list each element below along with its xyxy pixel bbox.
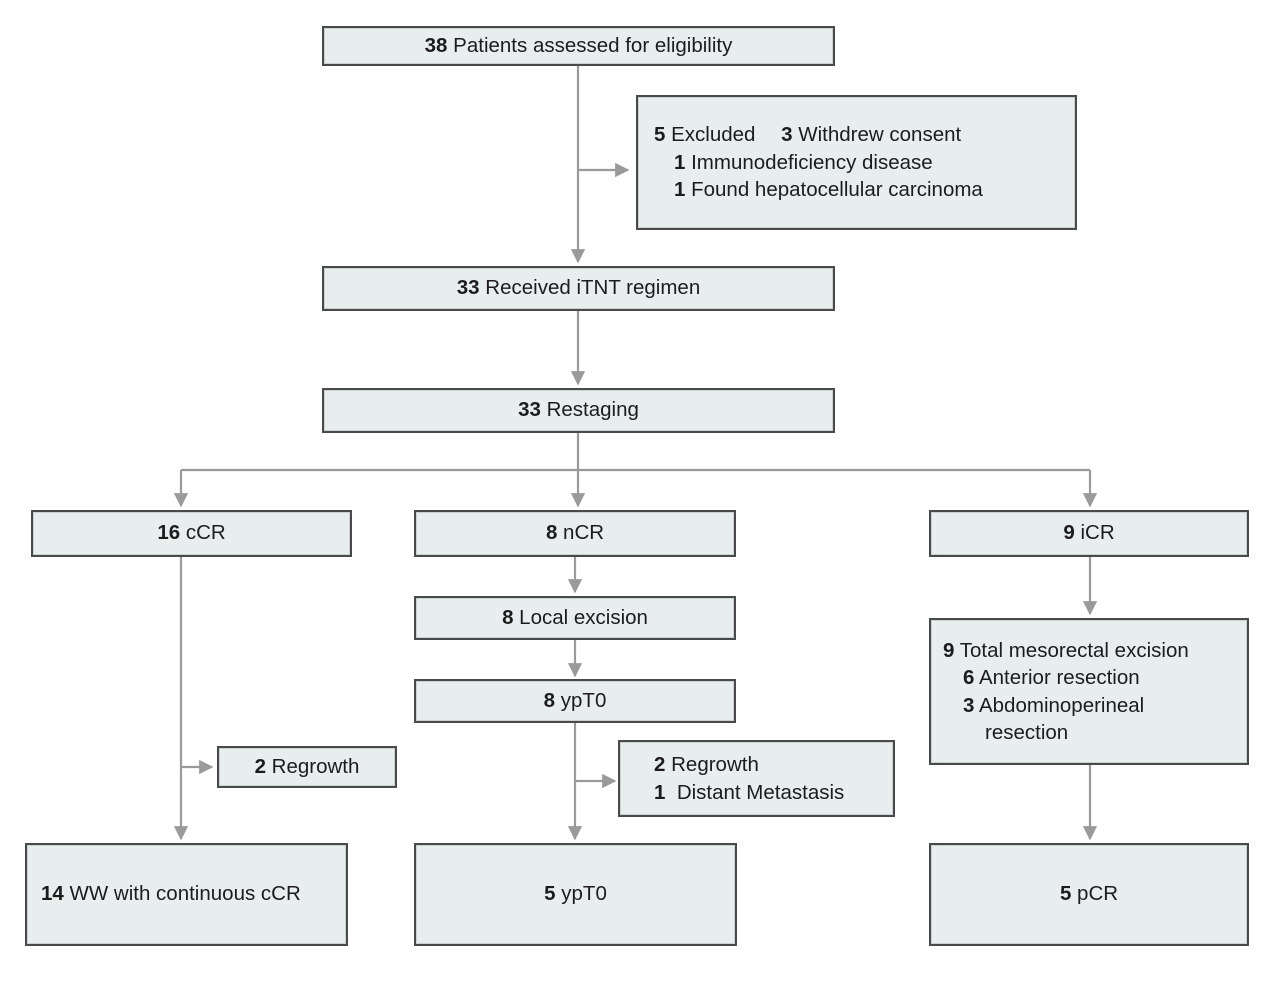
icr-count: 9 (1063, 521, 1075, 545)
excluded-sub-2-label: Found hepatocellular carcinoma (691, 178, 983, 202)
assessed-label: Patients assessed for eligibility (453, 33, 733, 57)
node-ypt0-bottom: 5 ypT0 (414, 843, 737, 946)
ncr-label: nCR (563, 521, 605, 545)
restaging-label: Restaging (546, 398, 639, 422)
tme-sub-0-count: 6 (963, 666, 975, 690)
tme-sub-0-label: Anterior resection (978, 666, 1140, 690)
received-count: 33 (456, 276, 480, 300)
restaging-count: 33 (518, 398, 541, 422)
local-excision-count: 8 (502, 605, 514, 629)
excluded-sub-0-label: Withdrew consent (798, 123, 962, 147)
node-regrowth-metastasis: 2 Regrowth 1 Distant Metastasis (618, 740, 895, 817)
ccr-label: cCR (185, 521, 226, 545)
node-ncr: 8 nCR (414, 510, 736, 557)
ypt0-bottom-label: ypT0 (561, 882, 607, 906)
excluded-label: Excluded (671, 123, 756, 147)
tme-sub-1-count: 3 (963, 693, 975, 717)
node-ww-continuous-ccr: 14 WW with continuous cCR (25, 843, 348, 946)
ww-ccr-count: 14 (41, 882, 64, 906)
node-ccr: 16 cCR (31, 510, 352, 557)
node-ypt0-mid: 8 ypT0 (414, 679, 736, 723)
excluded-sub-1-label: Immunodeficiency disease (691, 150, 933, 174)
pcr-count: 5 (1059, 882, 1072, 906)
excluded-sub-1-count: 1 (674, 150, 686, 174)
ww-ccr-label: WW with continuous cCR (69, 882, 301, 906)
assessed-count: 38 (424, 33, 448, 57)
node-icr: 9 iCR (929, 510, 1249, 557)
node-excluded: 5 Excluded 3 Withdrew consent 1 Immunode… (636, 95, 1077, 230)
ypt0-mid-label: ypT0 (560, 688, 607, 712)
tme-label: Total mesorectal excision (959, 638, 1189, 662)
received-label: Received iTNT regimen (485, 276, 701, 300)
ncr-count: 8 (545, 521, 558, 545)
node-regrowth-left: 2 Regrowth (217, 746, 397, 788)
ccr-count: 16 (157, 521, 181, 545)
ypt0-mid-count: 8 (543, 688, 556, 712)
regrowth-mid-1-count: 1 (654, 780, 666, 804)
regrowth-mid-0-count: 2 (654, 753, 666, 777)
node-assessed-for-eligibility: 38 Patients assessed for eligibility (322, 26, 835, 66)
icr-label: iCR (1080, 521, 1115, 545)
tme-sub-2-label: resection (985, 720, 1069, 744)
tme-sub-1-label: Abdominoperineal (978, 693, 1145, 717)
regrowth-left-label: Regrowth (271, 754, 360, 778)
regrowth-left-count: 2 (254, 754, 266, 778)
node-local-excision: 8 Local excision (414, 596, 736, 640)
excluded-count: 5 (654, 123, 666, 147)
regrowth-mid-0-label: Regrowth (671, 753, 759, 777)
node-pcr: 5 pCR (929, 843, 1249, 946)
excluded-sub-2-count: 1 (674, 178, 686, 202)
node-total-mesorectal-excision: 9 Total mesorectal excision 6 Anterior r… (929, 618, 1249, 765)
ypt0-bottom-count: 5 (544, 882, 556, 906)
node-received-itnt-regimen: 33 Received iTNT regimen (322, 266, 835, 311)
node-restaging: 33 Restaging (322, 388, 835, 433)
regrowth-mid-1-label: Distant Metastasis (676, 780, 845, 804)
tme-count: 9 (943, 638, 955, 662)
pcr-label: pCR (1077, 882, 1119, 906)
excluded-sub-0-count: 3 (781, 123, 793, 147)
local-excision-label: Local excision (519, 605, 648, 629)
